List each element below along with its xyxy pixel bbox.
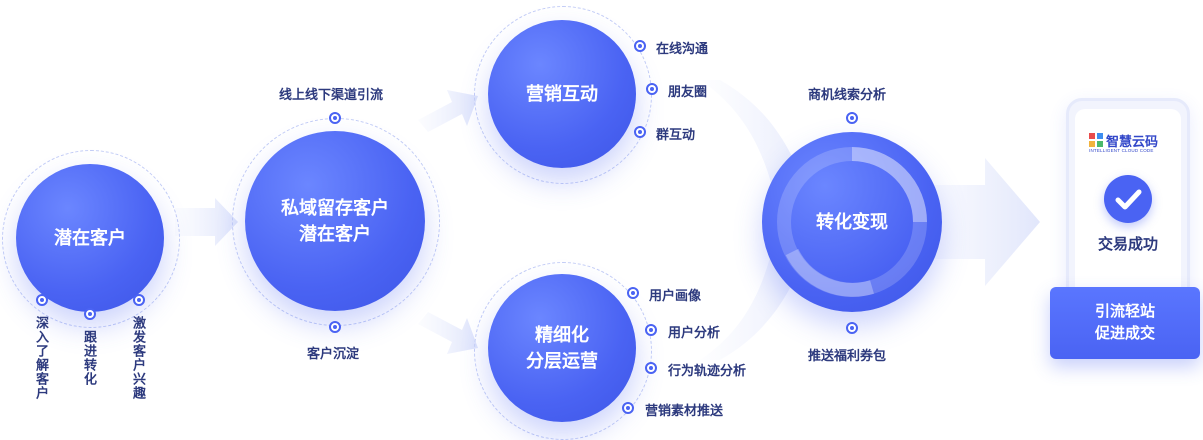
potential-label-2: 跟进转化 xyxy=(82,330,97,386)
cta-line1: 引流轻站 xyxy=(1094,303,1155,320)
convert-label-bottom: 推送福利券包 xyxy=(808,348,887,363)
arrow-to-marketing xyxy=(418,90,478,132)
phone-status-text: 交易成功 xyxy=(1097,236,1158,253)
node-convert: 转化变现 xyxy=(762,132,942,312)
refined-label-3: 行为轨迹分析 xyxy=(668,363,747,378)
convert-dot-bottom xyxy=(846,322,858,334)
refined-dot-4 xyxy=(622,402,634,414)
node-private-line2: 潜在客户 xyxy=(299,224,371,244)
private-label-bottom: 客户沉淀 xyxy=(307,346,360,361)
node-refined: 精细化 分层运营 xyxy=(488,274,636,422)
node-refined-line1: 精细化 xyxy=(535,325,589,345)
node-refined-line2: 分层运营 xyxy=(526,351,598,371)
refined-dot-1 xyxy=(627,287,639,299)
logo-main-text: 智慧云码 xyxy=(1106,134,1159,149)
potential-label-1: 深入了解客户 xyxy=(34,316,49,400)
node-marketing-title: 营销互动 xyxy=(526,84,598,104)
node-marketing: 营销互动 xyxy=(488,20,636,168)
marketing-label-1: 在线沟通 xyxy=(656,41,709,56)
node-private-line1: 私域留存客户 xyxy=(281,198,389,218)
refined-dot-2 xyxy=(645,324,657,336)
potential-label-3: 激发客户兴趣 xyxy=(131,316,146,400)
refined-label-2: 用户分析 xyxy=(668,325,721,340)
private-dot-top xyxy=(329,112,341,124)
node-potential-title: 潜在客户 xyxy=(54,228,126,248)
potential-dot-1 xyxy=(36,294,48,306)
arrow-to-refined xyxy=(418,312,478,354)
marketing-dot-1 xyxy=(634,40,646,52)
cta-line2: 促进成交 xyxy=(1094,325,1155,342)
private-label-top: 线上线下渠道引流 xyxy=(279,87,384,102)
phone-frame: 智慧云码 INTELLIGENT CLOUD CODE 交易成功 xyxy=(1066,98,1190,316)
marketing-label-2: 朋友圈 xyxy=(668,84,708,99)
potential-dot-2 xyxy=(84,308,96,320)
logo-sub-text: INTELLIGENT CLOUD CODE xyxy=(1089,148,1154,153)
node-private: 私域留存客户 潜在客户 xyxy=(245,131,425,311)
marketing-label-3: 群互动 xyxy=(656,127,696,142)
marketing-ring xyxy=(474,6,652,184)
marketing-dot-3 xyxy=(634,126,646,138)
phone-screen: 智慧云码 INTELLIGENT CLOUD CODE 交易成功 xyxy=(1075,109,1181,305)
arrow-to-private xyxy=(175,198,238,246)
potential-dot-3 xyxy=(133,294,145,306)
logo-mark-icon xyxy=(1089,133,1103,147)
refined-label-1: 用户画像 xyxy=(649,288,702,303)
check-icon xyxy=(1104,175,1152,223)
marketing-dot-2 xyxy=(646,83,658,95)
cta-box[interactable]: 引流轻站 促进成交 xyxy=(1050,287,1200,359)
private-dot-bottom xyxy=(329,321,341,333)
node-potential: 潜在客户 xyxy=(16,164,164,312)
node-convert-title: 转化变现 xyxy=(816,212,888,232)
convert-label-top: 商机线索分析 xyxy=(808,87,887,102)
refined-dot-3 xyxy=(645,362,657,374)
refined-label-4: 营销素材推送 xyxy=(645,403,724,418)
convert-dot-top xyxy=(846,112,858,124)
potential-ring xyxy=(2,150,180,328)
convert-ring-arcs xyxy=(777,147,927,297)
